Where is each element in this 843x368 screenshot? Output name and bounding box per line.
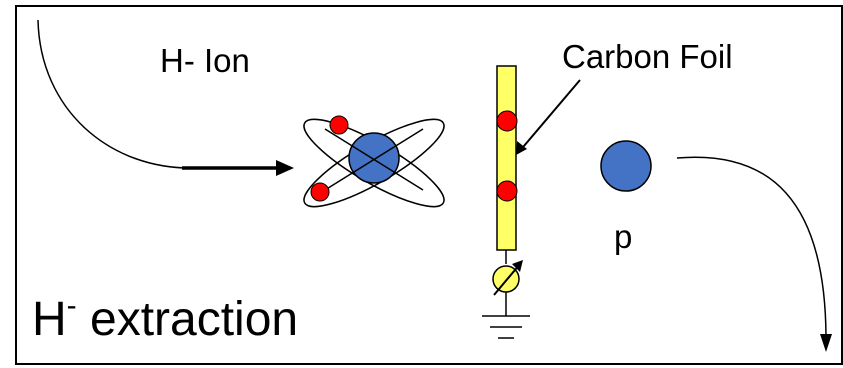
diagram-border bbox=[15, 5, 843, 365]
title-main: H bbox=[32, 293, 67, 346]
hydrogen-ion-atom-icon bbox=[303, 115, 445, 208]
title-superscript: - bbox=[67, 289, 77, 322]
diagram-title: H- extraction bbox=[32, 289, 298, 346]
electron-bottom bbox=[310, 182, 330, 202]
electron-top bbox=[329, 115, 349, 135]
current-meter-icon bbox=[492, 260, 523, 296]
title-rest: extraction bbox=[77, 293, 298, 346]
proton-label: p bbox=[614, 218, 632, 255]
foil-label: Carbon Foil bbox=[562, 38, 733, 75]
outgoing-beam-curve bbox=[676, 156, 827, 337]
stripped-electron-1 bbox=[496, 110, 518, 132]
arrowhead-icon bbox=[276, 160, 294, 176]
stripped-electron-2 bbox=[496, 180, 518, 202]
proton-icon bbox=[600, 140, 652, 192]
incoming-beam-curve bbox=[37, 19, 196, 169]
atom-nucleus bbox=[348, 132, 400, 184]
outgoing-arrowhead-icon bbox=[820, 334, 832, 352]
ground-icon bbox=[482, 315, 530, 339]
foil-pointer-arrow bbox=[517, 79, 581, 154]
orbit-overlay-2 bbox=[324, 128, 424, 191]
pointer-arrowhead-icon bbox=[516, 141, 527, 155]
carbon-foil bbox=[496, 65, 517, 251]
ion-label: H- Ion bbox=[160, 42, 250, 79]
